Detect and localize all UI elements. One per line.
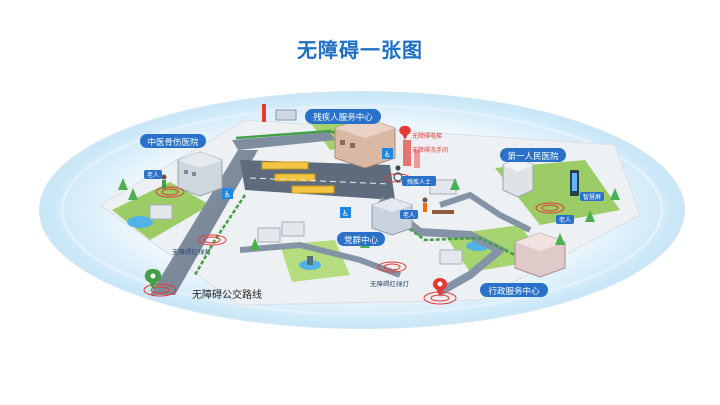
road-main-diagonal (150, 150, 258, 295)
svg-text:♿: ♿ (224, 190, 231, 199)
building-first-hospital (502, 157, 534, 198)
tag-elderly-center: 老人 (400, 210, 418, 219)
location-pin-icon-elevator (399, 125, 411, 140)
svg-text:♿: ♿ (384, 150, 391, 159)
kiosk-screen (570, 170, 579, 196)
person-elderly-left-icon (161, 174, 167, 189)
bus-2 (274, 173, 316, 182)
signal-ring-right (535, 202, 565, 214)
building-tcm-hospital (177, 151, 223, 197)
wheelchair-sign-icon: ♿ (222, 188, 233, 199)
road-curve-right (377, 196, 508, 296)
signal-ring-left-light (197, 234, 227, 246)
fountain (299, 256, 321, 270)
bench (432, 210, 454, 214)
road-top (232, 132, 335, 150)
page-title: 无障碍一张图 (297, 38, 423, 62)
building-party-center (371, 197, 413, 236)
person-wheelchair-icon (393, 165, 403, 182)
signal-ring-tcm (155, 186, 185, 198)
apartment-block-right (429, 179, 463, 265)
svg-text:党群中心: 党群中心 (344, 235, 379, 246)
svg-text:♿: ♿ (342, 209, 349, 218)
wheelchair-sign-icon-2: ♿ (382, 148, 393, 159)
badge-party-center: 党群中心 (337, 232, 385, 246)
road-avenue (240, 160, 395, 200)
tag-elderly-left: 老人 (144, 170, 162, 179)
signal-ring-center-light (377, 261, 407, 273)
svg-text:老人: 老人 (147, 171, 159, 179)
tag-disabled-person: 残疾人士 (402, 176, 436, 186)
tag-elderly-right: 老人 (556, 215, 574, 224)
svg-text:残疾人服务中心: 残疾人服务中心 (313, 112, 373, 123)
bus-1 (261, 161, 309, 170)
inner-ring (60, 104, 664, 316)
location-pin-icon (144, 269, 162, 290)
wheelchair-sign-icon-3: ♿ (340, 207, 351, 218)
label-elevator: 无障碍电梯 (412, 132, 442, 140)
svg-text:第一人民医院: 第一人民医院 (507, 151, 559, 162)
tag-kiosk: 智慧屏 (580, 192, 604, 201)
accessible-route-left (193, 194, 247, 276)
person-elderly-icon (422, 197, 428, 212)
red-sign-top (262, 104, 266, 122)
bus-3 (291, 185, 335, 194)
svg-text:智慧屏: 智慧屏 (583, 193, 601, 201)
lane-mark (249, 177, 391, 185)
location-pin-icon-admin (432, 278, 448, 297)
road-bottom (239, 241, 402, 278)
badge-admin-center: 行政服务中心 (480, 283, 548, 297)
svg-text:中医骨伤医院: 中医骨伤医院 (147, 137, 199, 148)
svg-text:老人: 老人 (559, 216, 571, 224)
label-bus-route: 无障碍公交路线 (192, 288, 262, 301)
svg-text:老人: 老人 (403, 211, 415, 219)
signal-ring-bus (143, 283, 177, 297)
tower-red (403, 140, 420, 168)
svg-text:残疾人士: 残疾人士 (407, 178, 431, 186)
badge-disabled-center: 残疾人服务中心 (305, 109, 381, 124)
pond-left (127, 216, 153, 228)
badge-first-hospital: 第一人民医院 (500, 148, 566, 162)
apartment-block-left (149, 204, 305, 243)
bus-shelter-top (275, 109, 297, 121)
badge-tcm-hospital: 中医骨伤医院 (140, 134, 206, 148)
label-traffic-light-left: 无障碍红绿灯 (172, 247, 212, 256)
road-loop (439, 191, 532, 233)
building-disabled-center (334, 117, 396, 169)
building-admin-center (514, 232, 566, 278)
svg-text:行政服务中心: 行政服务中心 (488, 286, 540, 297)
label-washroom: 无障碍洗手间 (412, 146, 448, 154)
label-traffic-light-center: 无障碍红绿灯 (370, 279, 410, 288)
